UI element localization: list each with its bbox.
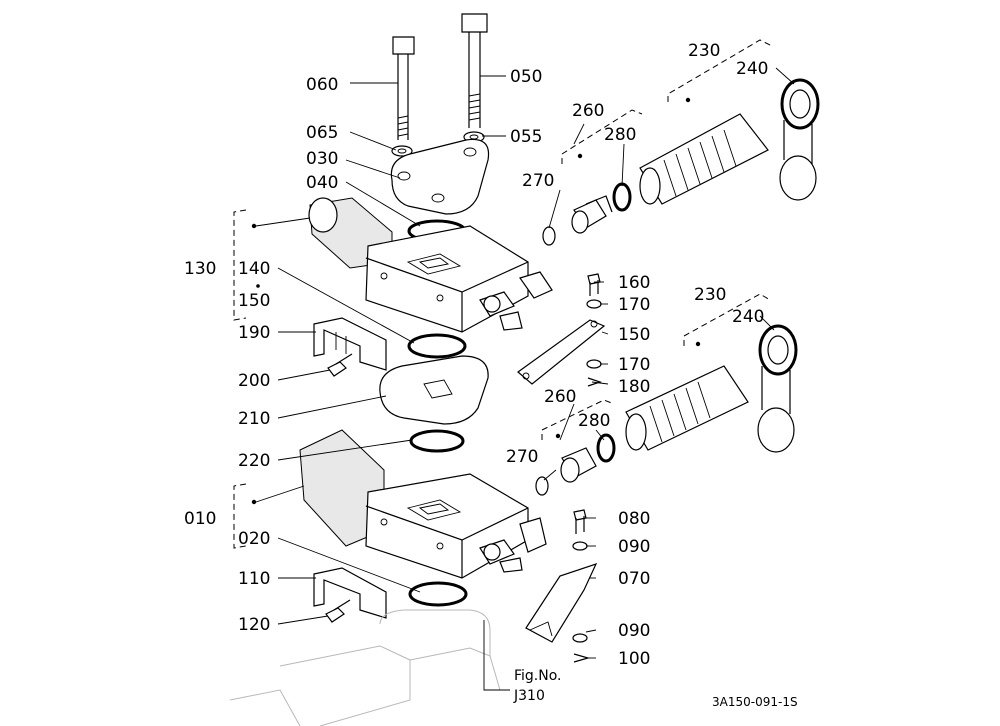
washer-090-lower bbox=[572, 633, 588, 643]
group-dot-260-upper bbox=[577, 153, 583, 159]
screw-120 bbox=[325, 599, 351, 623]
coupler-body-230-upper bbox=[639, 113, 769, 205]
group-dot-150 bbox=[256, 284, 260, 288]
pin-160 bbox=[587, 273, 601, 296]
callout-050: 050 bbox=[510, 67, 542, 87]
callout-100: 100 bbox=[618, 649, 650, 669]
group-dot-130 bbox=[251, 223, 257, 229]
screw-200 bbox=[327, 353, 353, 377]
callout-140: 140 bbox=[238, 259, 270, 279]
callout-230-upper: 230 bbox=[688, 41, 720, 61]
callout-055: 055 bbox=[510, 127, 542, 147]
callout-040: 040 bbox=[306, 173, 338, 193]
callout-240-upper: 240 bbox=[736, 59, 768, 79]
callout-160: 160 bbox=[618, 273, 650, 293]
group-bracket-230-upper bbox=[667, 39, 773, 102]
callout-260-lower: 260 bbox=[544, 387, 576, 407]
o-ring-280-upper bbox=[612, 182, 632, 212]
o-ring-220 bbox=[409, 429, 465, 453]
top-plate-030 bbox=[390, 138, 490, 215]
washer-090-upper bbox=[572, 541, 588, 551]
lever-070 bbox=[525, 562, 598, 643]
pin-080 bbox=[573, 509, 587, 534]
washer-170-upper bbox=[586, 299, 602, 309]
valve-section-upper bbox=[308, 197, 553, 333]
adapter-260-upper bbox=[571, 195, 613, 234]
group-bracket-260-lower bbox=[541, 399, 615, 440]
link-plate-150 bbox=[517, 319, 606, 385]
callout-060: 060 bbox=[306, 75, 338, 95]
bolt-050 bbox=[461, 13, 488, 128]
callout-260-upper: 260 bbox=[572, 101, 604, 121]
group-dot-010 bbox=[251, 499, 257, 505]
callout-110: 110 bbox=[238, 569, 270, 589]
callout-200: 200 bbox=[238, 371, 270, 391]
callout-270-upper: 270 bbox=[522, 171, 554, 191]
callout-240-lower: 240 bbox=[732, 307, 764, 327]
callout-230-lower: 230 bbox=[694, 285, 726, 305]
callout-030: 030 bbox=[306, 149, 338, 169]
o-ring-280-lower bbox=[596, 433, 616, 463]
plate-210 bbox=[379, 355, 489, 425]
group-bracket-010 bbox=[233, 483, 247, 549]
callout-065: 065 bbox=[306, 123, 338, 143]
callout-090-lower: 090 bbox=[618, 621, 650, 641]
o-ring-020 bbox=[408, 581, 468, 607]
dust-cap-240-upper bbox=[779, 78, 820, 201]
o-ring-270-lower bbox=[535, 476, 549, 496]
group-dot-230-lower bbox=[695, 341, 701, 347]
bracket-190 bbox=[313, 317, 387, 371]
bolt-060 bbox=[392, 36, 415, 140]
cotter-pin-100 bbox=[573, 653, 591, 663]
group-dot-260-lower bbox=[555, 433, 561, 439]
washer-170-lower bbox=[586, 359, 602, 369]
washer-065 bbox=[391, 145, 413, 157]
callout-180: 180 bbox=[618, 377, 650, 397]
callout-120: 120 bbox=[238, 615, 270, 635]
callout-210: 210 bbox=[238, 409, 270, 429]
o-ring-270-upper bbox=[542, 226, 556, 246]
callout-190: 190 bbox=[238, 323, 270, 343]
callout-070: 070 bbox=[618, 569, 650, 589]
fig-no-label: Fig.No. bbox=[514, 668, 562, 684]
valve-section-lower bbox=[299, 429, 547, 579]
callout-130: 130 bbox=[184, 259, 216, 279]
coupler-body-230-lower bbox=[625, 365, 749, 451]
fig-no-value: J310 bbox=[513, 688, 545, 704]
callout-220: 220 bbox=[238, 451, 270, 471]
callout-150-right: 150 bbox=[618, 325, 650, 345]
callout-020: 020 bbox=[238, 529, 270, 549]
leader-lines bbox=[255, 67, 795, 691]
callout-280-lower: 280 bbox=[578, 411, 610, 431]
group-bracket-260-upper bbox=[561, 109, 643, 164]
callout-080: 080 bbox=[618, 509, 650, 529]
callout-150-left: 150 bbox=[238, 291, 270, 311]
base-housing-faint bbox=[229, 609, 501, 726]
cotter-pin-180 bbox=[587, 377, 602, 387]
callout-090-upper: 090 bbox=[618, 537, 650, 557]
callout-170-upper: 170 bbox=[618, 295, 650, 315]
bracket-110 bbox=[313, 567, 387, 619]
o-ring-140 bbox=[407, 333, 467, 359]
drawing-code: 3A150-091-1S bbox=[712, 695, 798, 709]
callout-280-upper: 280 bbox=[604, 125, 636, 145]
group-bracket-230-lower bbox=[683, 293, 771, 346]
dust-cap-240-lower bbox=[757, 324, 798, 453]
callout-010: 010 bbox=[184, 509, 216, 529]
callout-170-lower: 170 bbox=[618, 355, 650, 375]
group-dot-230-upper bbox=[685, 97, 691, 103]
adapter-260-lower bbox=[560, 447, 597, 483]
callout-270-lower: 270 bbox=[506, 447, 538, 467]
